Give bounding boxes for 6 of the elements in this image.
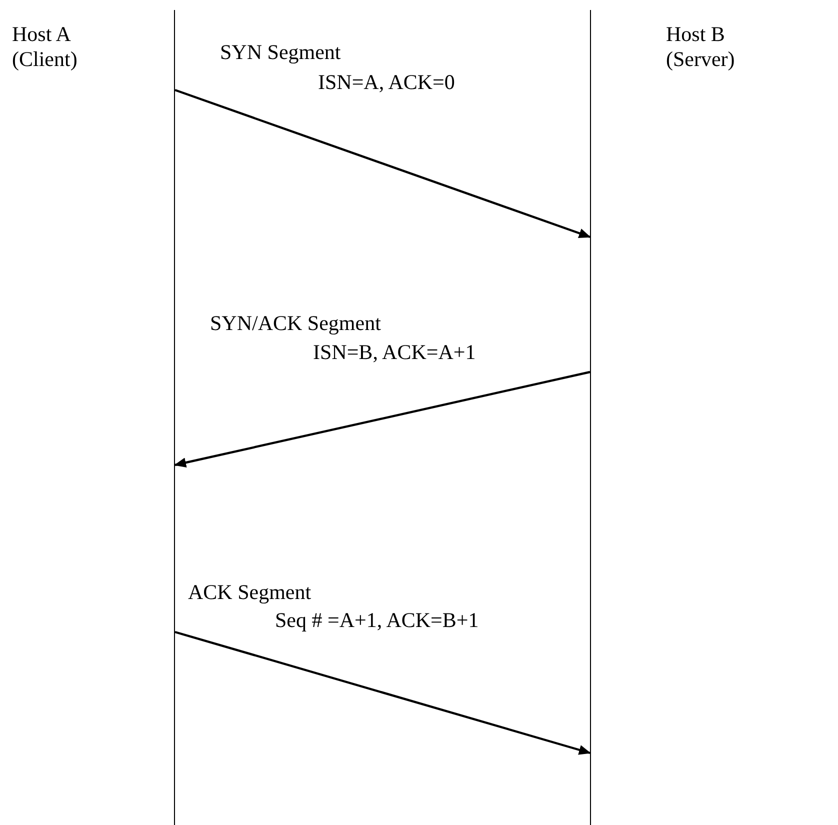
host-lifeline bbox=[10, 10, 175, 825]
host-name: Host B (Server) bbox=[666, 22, 736, 72]
host-name: Host A (Client) bbox=[12, 22, 78, 72]
message-arrow bbox=[174, 88, 591, 238]
message-arrow bbox=[174, 370, 590, 468]
message-arrow bbox=[174, 630, 591, 755]
